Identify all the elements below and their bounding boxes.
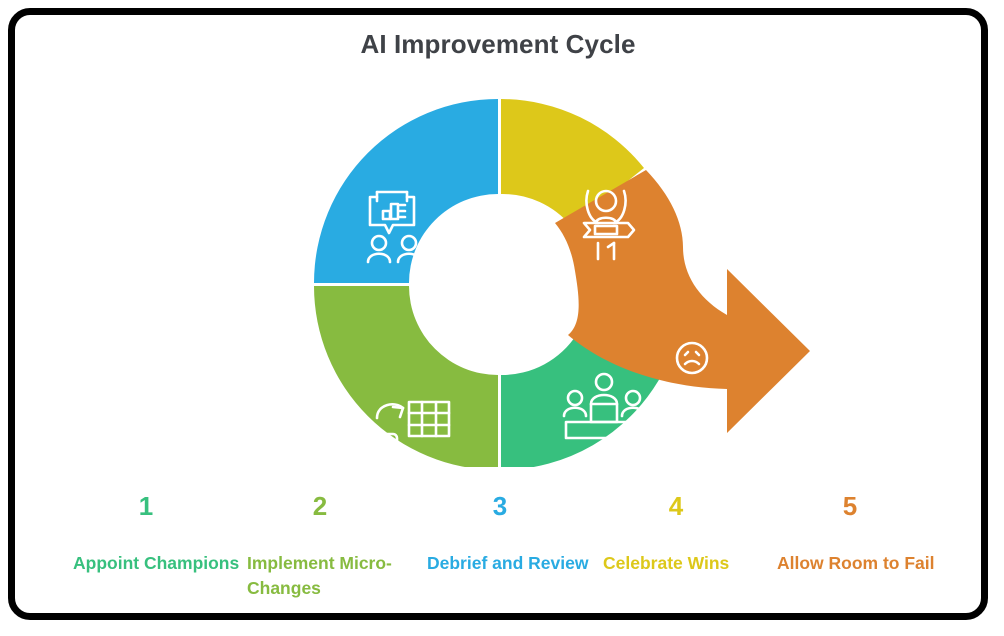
legend-label-3: Debrief and Review [427, 553, 589, 573]
mobile-to-spreadsheet-icon [373, 400, 451, 467]
legend-item-3[interactable]: 3 Debrief and Review [427, 493, 597, 576]
legend-number-1: 1 [138, 491, 154, 521]
sad-person-blocks-icon [662, 341, 722, 411]
legend-number-3: 3 [492, 491, 508, 521]
legend-number-4: 4 [668, 491, 684, 521]
legend-number-2: 2 [312, 491, 328, 521]
donut-segment-2[interactable] [314, 286, 498, 467]
infographic-card: AI Improvement Cycle [8, 8, 988, 620]
cycle-donut-chart [314, 99, 810, 467]
legend-item-4[interactable]: 4 Celebrate Wins [603, 493, 773, 576]
legend-row: 1 Appoint Champions 2 Implement Micro-Ch… [15, 493, 981, 613]
legend-number-5: 5 [842, 491, 858, 521]
legend-label-1: Appoint Champions [73, 553, 240, 573]
legend-label-2: Implement Micro-Changes [247, 553, 392, 599]
podium-winners-icon [562, 372, 646, 440]
celebration-banner-icon [582, 189, 636, 261]
legend-label-4: Celebrate Wins [603, 553, 730, 573]
cycle-diagram-container [15, 67, 981, 467]
legend-item-1[interactable]: 1 Appoint Champions [73, 493, 243, 576]
page-title: AI Improvement Cycle [360, 29, 636, 59]
legend-item-2[interactable]: 2 Implement Micro-Changes [247, 493, 417, 602]
legend-label-5: Allow Room to Fail [777, 553, 935, 573]
presentation-feedback-icon [366, 190, 422, 264]
legend-item-5[interactable]: 5 Allow Room to Fail [777, 493, 947, 576]
